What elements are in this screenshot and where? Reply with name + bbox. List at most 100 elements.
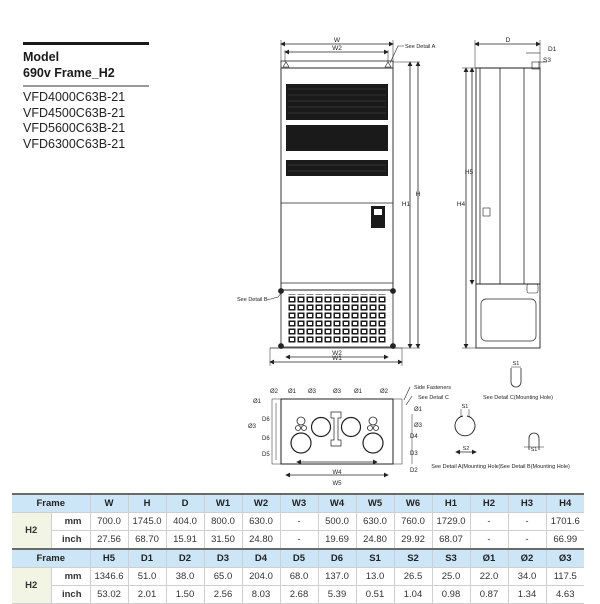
- value-cell: 24.80: [242, 530, 281, 550]
- hole-phi1: [295, 425, 301, 431]
- hole-phi2: [368, 416, 378, 426]
- label-s3: S3: [543, 57, 551, 64]
- label-d2: D2: [410, 468, 418, 474]
- label-d: D: [506, 37, 511, 44]
- value-cell: 630.0: [356, 512, 395, 531]
- label-d6: D6: [262, 436, 270, 442]
- column-header: D1: [128, 548, 167, 568]
- value-cell: 2.68: [280, 585, 319, 604]
- column-header: S3: [432, 548, 471, 568]
- column-header: D2: [166, 548, 205, 568]
- caption-detail-a: See Detail A(Mounting Hole): [431, 464, 501, 470]
- vent-panel: [286, 125, 388, 151]
- label-phi3: Ø3: [414, 423, 423, 429]
- bottom-plate: [280, 398, 394, 465]
- value-cell: 760.0: [394, 512, 433, 531]
- side-body: [475, 67, 541, 285]
- hole-phi3: [340, 416, 362, 438]
- model-item: VFD6300C63B-21: [23, 136, 126, 151]
- label-w4: W4: [333, 470, 343, 476]
- hole-phi3: [290, 432, 312, 454]
- value-cell: 0.98: [432, 585, 471, 604]
- value-cell: 1.34: [508, 585, 547, 604]
- label-phi1: Ø1: [288, 389, 297, 395]
- value-cell: 68.70: [128, 530, 167, 550]
- label-d6: D6: [262, 417, 270, 423]
- value-cell: -: [508, 530, 547, 550]
- value-cell: 24.80: [356, 530, 395, 550]
- model-title: Model: [23, 50, 60, 64]
- side-lower-box: [475, 283, 541, 349]
- value-cell: 51.0: [128, 567, 167, 586]
- value-cell: 5.39: [318, 585, 357, 604]
- value-cell: 65.0: [204, 567, 243, 586]
- vent-panel: [286, 160, 388, 176]
- value-cell: 4.63: [546, 585, 584, 604]
- model-block: Model 690v Frame_H2 VFD4000C63B-21 VFD45…: [23, 42, 149, 152]
- value-cell: 25.0: [432, 567, 471, 586]
- column-header: D6: [318, 548, 357, 568]
- label-phi2: Ø2: [380, 389, 389, 395]
- value-cell: 0.87: [470, 585, 509, 604]
- label-h: H: [416, 191, 421, 198]
- label-w2-bottom: W2: [332, 350, 342, 357]
- label-w1: W1: [332, 355, 342, 362]
- label-d3: D3: [410, 451, 418, 457]
- label-phi3: Ø3: [248, 424, 257, 430]
- column-header: H2: [470, 493, 509, 513]
- model-item: VFD5600C63B-21: [23, 121, 126, 135]
- column-header: Ø1: [470, 548, 509, 568]
- mounting-hole-details: [454, 366, 544, 455]
- value-cell: 1.50: [166, 585, 205, 604]
- column-header: S2: [394, 548, 433, 568]
- front-view: [266, 40, 421, 366]
- value-cell: 800.0: [204, 512, 243, 531]
- column-header: D3: [204, 548, 243, 568]
- value-cell: 1.04: [394, 585, 433, 604]
- value-cell: 500.0: [318, 512, 357, 531]
- value-cell: -: [280, 530, 319, 550]
- column-header: W5: [356, 493, 395, 513]
- label-s1: S1: [462, 404, 469, 410]
- model-item: VFD4500C63B-21: [23, 105, 126, 120]
- frame-header: Frame: [12, 493, 91, 513]
- value-cell: 29.92: [394, 530, 433, 550]
- unit-cell: mm: [51, 512, 91, 531]
- value-cell: 15.91: [166, 530, 205, 550]
- value-cell: 1729.0: [432, 512, 471, 531]
- value-cell: 22.0: [470, 567, 509, 586]
- unit-cell: mm: [51, 567, 91, 586]
- column-header: H5: [90, 548, 129, 568]
- value-cell: 1346.6: [90, 567, 129, 586]
- value-cell: 630.0: [242, 512, 281, 531]
- label-see-detail-b: See Detail B: [237, 297, 268, 303]
- detail-b-shape: [528, 432, 540, 450]
- label-s2: S2: [463, 446, 470, 452]
- label-see-detail-a: See Detail A: [405, 44, 436, 50]
- column-header: W3: [280, 493, 319, 513]
- hole-phi3: [310, 416, 332, 438]
- label-phi1: Ø1: [414, 407, 423, 413]
- caption-detail-c: See Detail C(Mounting Hole): [483, 395, 553, 401]
- value-cell: 66.99: [546, 530, 584, 550]
- model-frame: 690v Frame_H2: [23, 66, 115, 80]
- label-phi3: Ø3: [308, 389, 317, 395]
- column-header: H: [128, 493, 167, 513]
- vent-panel: [286, 84, 388, 120]
- hole-phi1: [367, 425, 373, 431]
- value-cell: 53.02: [90, 585, 129, 604]
- value-cell: -: [470, 530, 509, 550]
- column-header: W6: [394, 493, 433, 513]
- value-cell: 8.03: [242, 585, 281, 604]
- column-header: D4: [242, 548, 281, 568]
- column-header: D: [166, 493, 205, 513]
- frame-header: Frame: [12, 548, 91, 568]
- column-header: S1: [356, 548, 395, 568]
- label-h1: H1: [402, 201, 411, 208]
- column-header: Ø3: [546, 548, 584, 568]
- hole-phi2: [296, 416, 306, 426]
